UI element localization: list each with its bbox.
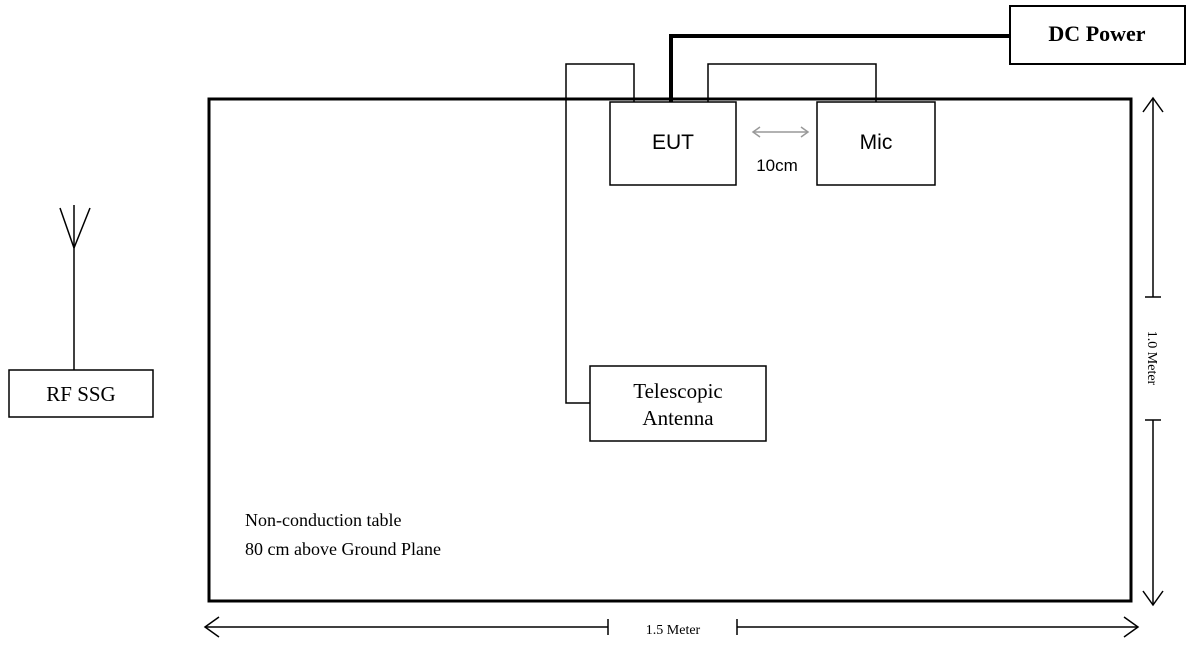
width-dimension-label: 1.5 Meter [646,623,701,638]
spacing-label: 10cm [756,156,798,175]
telescopic-antenna-box [589,365,767,442]
rf-ssg-label: RF SSG [46,382,115,406]
height-dimension-arrow [1142,96,1164,607]
eut-mic-cable [707,63,877,127]
eut-label: EUT [652,131,694,154]
antenna-cable [565,63,635,404]
mic-box [816,101,936,186]
spacing-arrow [751,126,810,138]
rf-antenna-icon [59,205,91,370]
eut-box [609,101,737,186]
table-description-line1: Non-conduction table [245,510,401,530]
dc-power-box [1009,5,1186,65]
antenna-label-line2: Antenna [642,406,714,430]
height-dimension-label: 1.0 Meter [1144,331,1159,386]
mic-label: Mic [860,131,893,154]
dc-power-cable [669,34,1010,127]
dc-power-label: DC Power [1048,21,1145,46]
rf-ssg-box [8,369,154,418]
width-dimension-arrow [203,616,1140,638]
table-description-line2: 80 cm above Ground Plane [245,539,441,559]
antenna-label-line1: Telescopic [633,379,723,403]
